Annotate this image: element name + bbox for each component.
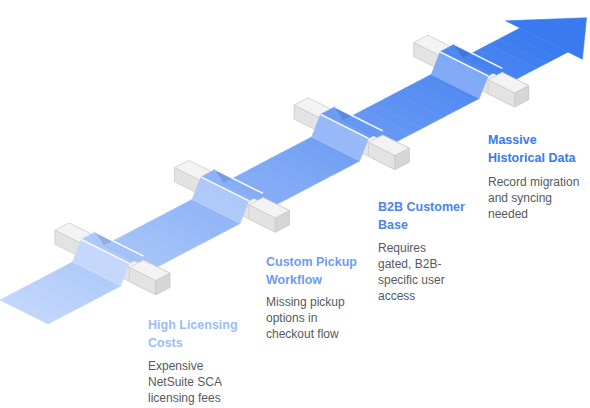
barrier-side <box>369 142 395 169</box>
ribbon-fold <box>201 177 249 201</box>
barrier-end <box>395 148 409 169</box>
ribbon-fold <box>95 232 143 256</box>
barrier-end <box>275 211 289 232</box>
step-heading: High Licensing Costs <box>148 316 240 352</box>
barrier-fronts <box>129 72 528 294</box>
barrier-end <box>156 273 170 294</box>
step-description: Record migration and syncing needed <box>488 174 586 222</box>
ribbon-fold <box>81 239 129 263</box>
barrier-side <box>249 205 275 232</box>
step-description: Expensive NetSuite SCA licensing fees <box>148 358 240 406</box>
barrier-side <box>129 267 155 294</box>
step-heading: Massive Historical Data <box>488 131 584 167</box>
step-heading: Custom Pickup Workflow <box>266 253 361 289</box>
ribbon-fold <box>215 169 263 193</box>
ribbon-fold <box>440 52 488 76</box>
step-description: Requires gated, B2B-specific user access <box>378 240 456 304</box>
barrier-side <box>488 80 514 107</box>
step-description: Missing pickup options in checkout flow <box>266 294 358 342</box>
step-heading: B2B Customer Base <box>378 198 473 234</box>
barrier-end <box>515 86 529 107</box>
ribbon-fold <box>335 107 383 131</box>
ribbon-fold <box>321 114 369 138</box>
ribbon-arrow <box>0 18 587 324</box>
ribbon-fold <box>454 44 502 68</box>
arrow-head <box>506 18 587 59</box>
barrier-blocks <box>55 35 529 294</box>
